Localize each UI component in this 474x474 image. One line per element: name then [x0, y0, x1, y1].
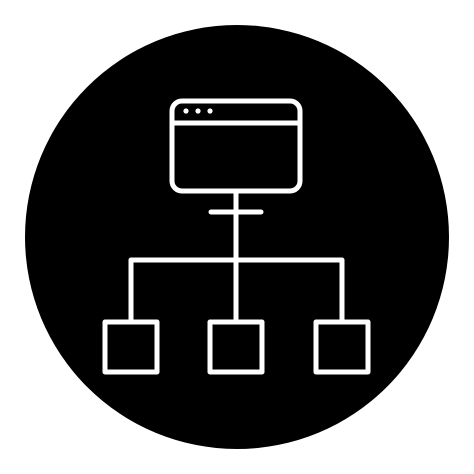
browser-dot-1 [183, 108, 189, 114]
child-node-right [313, 319, 371, 375]
child-node-center [207, 319, 265, 375]
hierarchy-connectors [128, 190, 345, 325]
browser-dot-2 [195, 108, 201, 114]
child-nodes [102, 319, 371, 375]
child-node-left [102, 319, 160, 375]
browser-window-dots [183, 108, 213, 114]
connector-branch [128, 257, 345, 325]
browser-dot-3 [207, 108, 213, 114]
